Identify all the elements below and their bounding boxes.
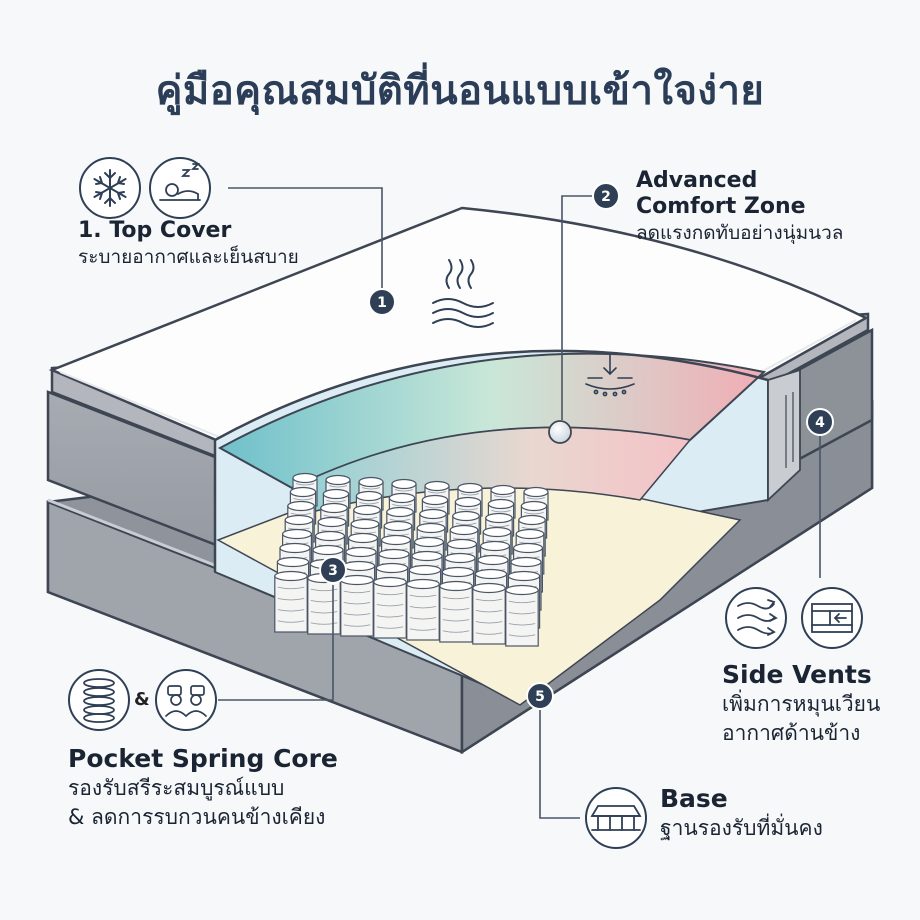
number-badge-label: 3 [328,563,338,579]
spring-coil [340,574,374,637]
spring-coil [505,584,539,647]
callout-heading: Side Vents [722,660,872,689]
callout-desc-line1: รองรับสรีระสมบูรณ์แบบ [68,776,285,800]
leader-line-2 [561,195,592,420]
callout-heading: Pocket Spring Core [68,744,338,773]
callout-heading: Base [660,784,728,813]
callout-pocket-spring-core: Pocket Spring Core รองรับสรีระสมบูรณ์แบบ… [68,744,338,832]
coil-spring-icon [68,669,130,731]
icon-joiner-ampersand: & [134,689,150,710]
callout-desc: ฐานรองรับที่มั่นคง [660,816,823,840]
comfort-zone-point [548,420,572,444]
spring-coil [472,582,506,645]
callout-base: Base ฐานรองรับที่มั่นคง [660,784,823,843]
airflow-icon [725,587,787,649]
number-badge-5: 5 [526,682,554,710]
spring-coil [406,578,440,641]
leader-line-1 [228,187,383,290]
spring-coil [373,576,407,639]
page-title: คู่มือคุณสมบัติที่นอนแบบเข้าใจง่าย [155,68,765,114]
callout-heading-line1: Advanced [636,168,758,193]
snowflake-icon [79,157,141,219]
spring-coil [274,570,308,633]
callout-desc: ลดแรงกดทับอย่างนุ่มนวล [636,222,844,244]
callout-heading-line2: Comfort Zone [636,194,806,219]
leader-line-3 [218,585,334,701]
number-badge-3: 3 [319,556,347,584]
number-badges: 1 2 3 4 5 [319,182,834,710]
callout-desc-line2: อากาศด้านข้าง [722,721,861,745]
couple-sleeping-icon [155,669,217,731]
number-badge-2: 2 [592,182,620,210]
number-badge-1: 1 [368,288,396,316]
leader-lines [218,187,821,819]
number-badge-4: 4 [806,408,834,436]
number-badge-label: 5 [535,689,545,705]
spring-coil [439,580,473,643]
callout-desc: ระบายอากาศและเย็นสบาย [78,246,299,268]
heat-waves-icon [432,259,494,328]
callout-top-cover: 1. Top Cover ระบายอากาศและเย็นสบาย [78,218,299,270]
number-badge-label: 1 [377,295,387,311]
callout-heading: 1. Top Cover [78,218,232,243]
side-vent-icon [801,587,863,649]
callout-desc-line1: เพิ่มการหมุนเวียน [722,692,881,716]
leader-line-5 [539,710,580,819]
pocket-spring-coils [274,472,549,647]
callout-desc-line2: & ลดการรบกวนคนข้างเคียง [68,805,326,829]
callout-side-vents: Side Vents เพิ่มการหมุนเวียน อากาศด้านข้… [722,660,880,748]
number-badge-label: 4 [815,415,825,431]
number-badge-label: 2 [601,189,611,205]
pressure-relief-icon [585,354,635,397]
bed-base-icon [585,787,647,849]
sleeping-person-icon [149,157,211,219]
callout-advanced-comfort-zone: Advanced Comfort Zone ลดแรงกดทับอย่างนุ่… [636,168,843,246]
